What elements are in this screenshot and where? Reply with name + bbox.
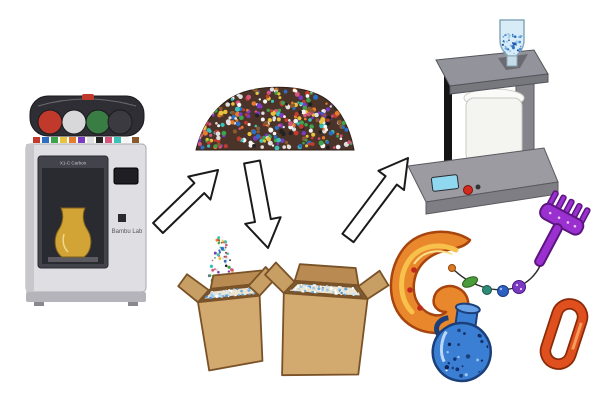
bead-orange — [449, 265, 456, 272]
bottle-neck — [507, 56, 517, 66]
box-left-front — [198, 296, 267, 371]
recycled-objects — [391, 189, 592, 385]
vase-ornament — [429, 300, 497, 385]
printer-model-label: X1-C Carbon — [60, 161, 87, 166]
bead-purple — [513, 281, 526, 294]
bambu-logo-icon — [118, 214, 126, 222]
spool-black-icon — [108, 110, 132, 134]
bead-highlight — [520, 288, 522, 290]
extruder-small-button — [476, 185, 481, 190]
paisley-dot — [411, 267, 417, 273]
shredded-plastic-pile — [196, 86, 354, 151]
dome-latch — [82, 94, 94, 100]
bead-highlight — [500, 288, 502, 290]
printer-brand-label: Bambu Lab — [112, 229, 143, 235]
pellet-box-left — [177, 265, 285, 373]
print-bed — [48, 257, 98, 262]
spool-white-icon — [62, 110, 86, 134]
printer-body-edge — [26, 144, 34, 292]
bead-teal — [483, 286, 492, 295]
rake-handle — [534, 223, 564, 268]
bead-blue — [498, 286, 509, 297]
extruder-node — [408, 20, 558, 214]
rake-comb — [517, 189, 592, 276]
box-right-front — [278, 293, 368, 381]
arrow-printer-to-shreds — [153, 170, 218, 233]
printer-foot-right — [128, 302, 138, 306]
extruder-red-button — [464, 186, 473, 195]
pellet-box-right — [258, 262, 390, 382]
bead-highlight — [516, 284, 518, 286]
spool-green-icon — [86, 110, 110, 134]
paisley-dot — [417, 305, 423, 311]
printer-foot-left — [34, 302, 44, 306]
printer-base — [26, 292, 146, 302]
extruder-display — [431, 174, 459, 191]
ams-color-strip — [33, 137, 139, 143]
process-arrows — [153, 158, 408, 248]
carabiner — [542, 301, 586, 368]
paisley-dot — [407, 287, 413, 293]
printer-node: X1-C Carbon Bambu Lab — [26, 94, 146, 306]
printer-touchscreen — [114, 168, 138, 184]
arrow-shreds-to-boxes — [244, 161, 281, 249]
arrow-boxes-to-extruder — [342, 158, 408, 242]
spool-red-icon — [38, 110, 62, 134]
